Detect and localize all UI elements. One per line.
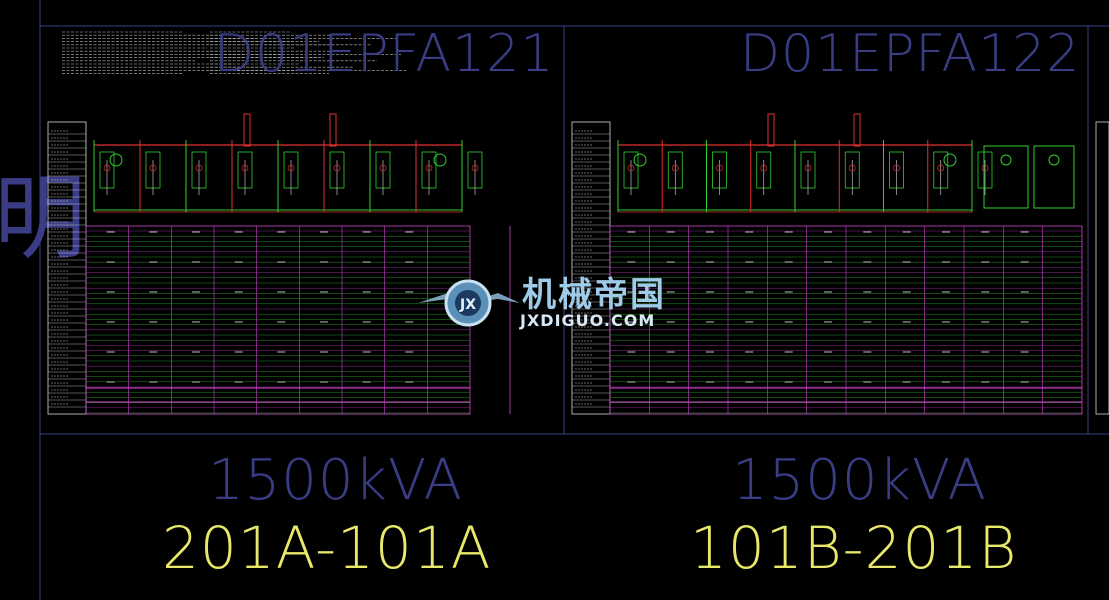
watermark-badge: JX — [459, 297, 476, 313]
watermark-cn: 机械帝国 — [522, 275, 666, 315]
notes-block — [62, 31, 406, 74]
watermark-logo: JX 机械帝国 JXDIGUO.COM — [408, 265, 708, 335]
capacity-right: 1500kVA — [732, 448, 987, 513]
panel-diagram-right — [509, 113, 1109, 415]
panel-diagram-left — [47, 113, 483, 415]
gear-icon: JX — [418, 279, 520, 327]
side-glyph: 明 — [0, 165, 86, 272]
watermark-url: JXDIGUO.COM — [520, 311, 656, 330]
panel-code-right: D01EPFA122 — [740, 24, 1081, 84]
capacity-left: 1500kVA — [208, 448, 463, 513]
range-left: 201A-101A — [162, 514, 492, 582]
range-right: 101B-201B — [690, 514, 1018, 582]
drawing-frame — [39, 0, 1109, 600]
panel-code-left: D01EPFA121 — [214, 24, 555, 84]
